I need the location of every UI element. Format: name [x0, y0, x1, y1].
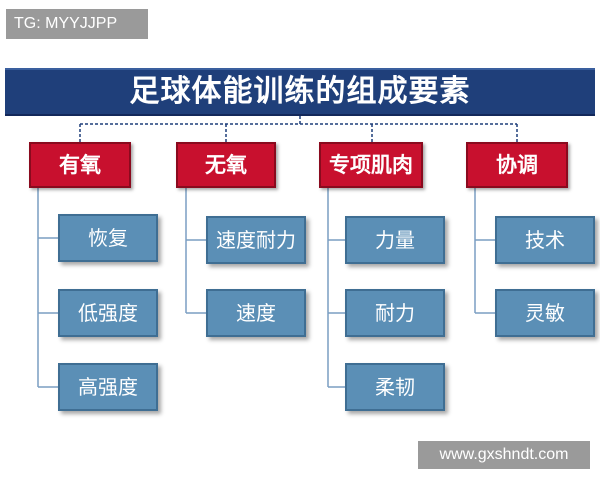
item-recovery: 恢复: [58, 214, 158, 262]
item-low-intensity: 低强度: [58, 289, 158, 337]
category-specific-muscle: 专项肌肉: [319, 142, 423, 188]
diagram-title: 足球体能训练的组成要素: [5, 68, 595, 116]
item-agility: 灵敏: [495, 289, 595, 337]
item-speed-endurance: 速度耐力: [206, 216, 306, 264]
item-high-intensity: 高强度: [58, 363, 158, 411]
item-flexibility: 柔韧: [345, 363, 445, 411]
item-speed: 速度: [206, 289, 306, 337]
watermark-bottom: www.gxshndt.com: [418, 441, 590, 469]
category-aerobic: 有氧: [29, 142, 131, 188]
category-coordination: 协调: [466, 142, 568, 188]
item-endurance: 耐力: [345, 289, 445, 337]
item-technique: 技术: [495, 216, 595, 264]
item-strength: 力量: [345, 216, 445, 264]
watermark-top: TG: MYYJJPP: [6, 9, 148, 39]
category-anaerobic: 无氧: [176, 142, 276, 188]
